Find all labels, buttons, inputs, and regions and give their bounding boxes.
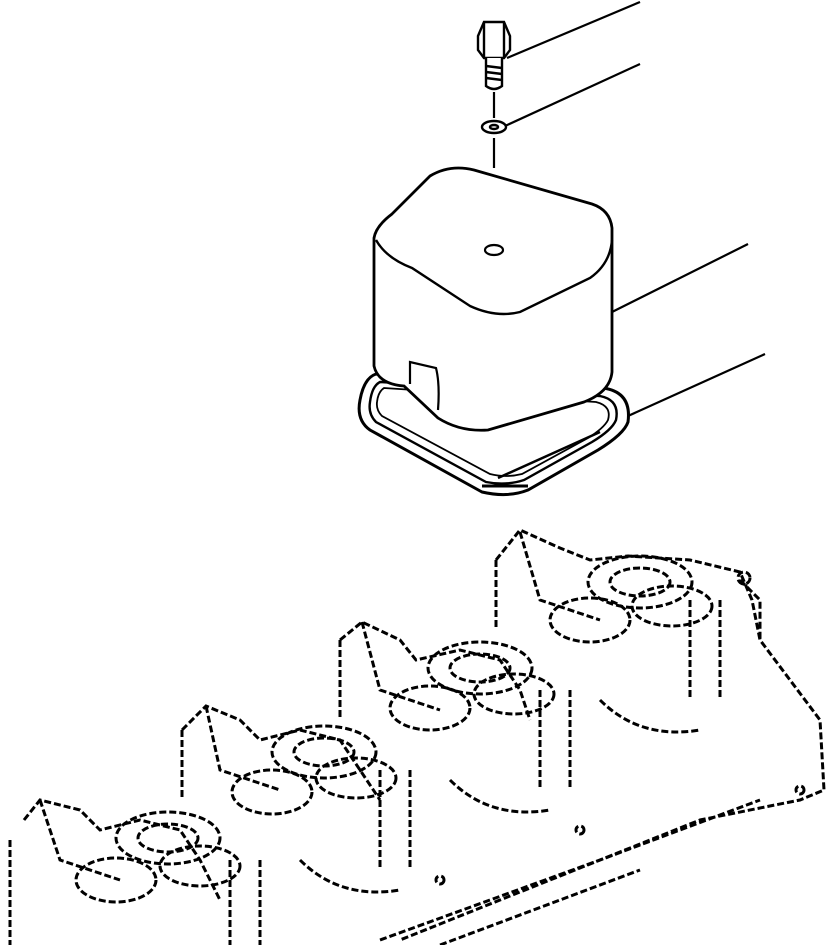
cylinder-head: [8, 528, 826, 945]
leader-line-washer: [504, 63, 641, 127]
gasket-inner: [368, 380, 618, 485]
cover-top-edge: [374, 239, 614, 316]
gasket: [357, 372, 630, 497]
cover-bolt-hole: [483, 243, 505, 257]
gasket-outer: [357, 372, 630, 497]
valve-cover: [372, 166, 614, 432]
bolt-head: [476, 20, 512, 60]
leader-line-gasket: [627, 352, 766, 418]
washer: [480, 119, 508, 135]
head-outline: [399, 528, 826, 942]
cover-body: [372, 166, 614, 432]
leader-lines: [504, 0, 766, 418]
leader-line-bolt: [506, 0, 641, 60]
leader-line-cover: [611, 243, 749, 313]
bolt: [476, 20, 512, 91]
cover-notch: [408, 360, 440, 411]
